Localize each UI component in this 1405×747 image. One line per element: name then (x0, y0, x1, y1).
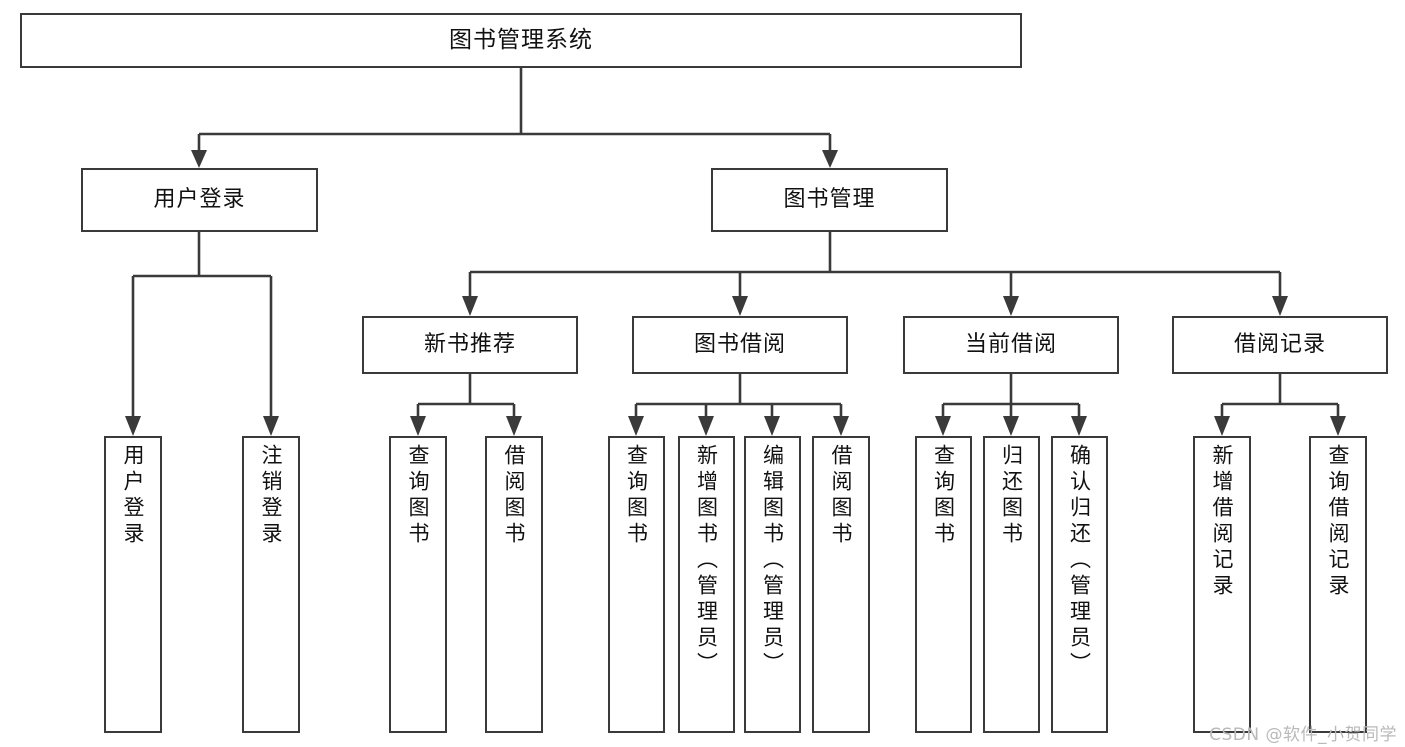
node-book-borrow-label: 图书借阅 (693, 332, 786, 358)
node-leaf-br-query-record[interactable]: 查询借阅记录 (1309, 436, 1367, 733)
arrow-head-book-mgmt (822, 150, 838, 168)
node-root[interactable]: 图书管理系统 (20, 13, 1022, 68)
arrow-head-cb-confirm-return (1071, 416, 1087, 436)
node-borrow-record-label: 借阅记录 (1233, 332, 1326, 358)
node-leaf-br-query-record-label: 查询借阅记录 (1326, 444, 1351, 600)
node-borrow-record[interactable]: 借阅记录 (1172, 316, 1388, 374)
node-user-login[interactable]: 用户登录 (81, 168, 318, 232)
node-leaf-user-login-label: 用户登录 (121, 444, 146, 548)
node-leaf-bb-query-book[interactable]: 查询图书 (608, 436, 665, 733)
arrow-head-cb-query-book (935, 416, 951, 436)
node-leaf-user-login[interactable]: 用户登录 (104, 436, 162, 733)
arrow-head-bb-add-book (698, 416, 714, 436)
node-leaf-nb-borrow-book-label: 借阅图书 (502, 444, 527, 548)
arrow-head-bb-query-book (628, 416, 644, 436)
node-book-management-label: 图书管理 (783, 187, 876, 213)
arrow-head-borrow-record (1272, 296, 1288, 316)
node-leaf-bb-query-book-label: 查询图书 (624, 444, 649, 548)
node-current-borrow[interactable]: 当前借阅 (903, 316, 1119, 374)
node-leaf-bb-borrow-book-label: 借阅图书 (829, 444, 854, 548)
arrow-head-user-login (191, 150, 207, 168)
node-new-book-recommend[interactable]: 新书推荐 (362, 316, 578, 374)
node-leaf-cb-confirm-return-label: 确认归还（管理员） (1067, 444, 1092, 678)
watermark-text: CSDN @软件_小贺同学 (1209, 725, 1397, 745)
node-leaf-br-add-record[interactable]: 新增借阅记录 (1193, 436, 1251, 733)
node-leaf-cb-confirm-return[interactable]: 确认归还（管理员） (1051, 436, 1108, 733)
node-leaf-cb-query-book-label: 查询图书 (931, 444, 956, 548)
node-new-book-recommend-label: 新书推荐 (423, 332, 516, 358)
node-leaf-nb-query-book-label: 查询图书 (406, 444, 431, 548)
arrow-head-current-borrow (1003, 296, 1019, 316)
node-book-management[interactable]: 图书管理 (711, 168, 948, 232)
arrow-head-bb-edit-book (764, 416, 780, 436)
arrow-head-nb-borrow-book (506, 416, 522, 436)
node-user-login-label: 用户登录 (153, 187, 246, 213)
arrow-head-br-add-record (1214, 416, 1230, 436)
node-leaf-logout[interactable]: 注销登录 (242, 436, 300, 733)
node-leaf-bb-edit-book[interactable]: 编辑图书（管理员） (744, 436, 801, 733)
arrow-head-new-book-rec (462, 296, 478, 316)
node-leaf-nb-borrow-book[interactable]: 借阅图书 (485, 436, 543, 733)
arrow-head-leaf-user-login (125, 416, 141, 436)
arrow-head-leaf-logout (263, 416, 279, 436)
node-root-label: 图书管理系统 (449, 27, 593, 54)
node-current-borrow-label: 当前借阅 (964, 332, 1057, 358)
arrow-head-nb-query-book (410, 416, 426, 436)
node-leaf-cb-return-book[interactable]: 归还图书 (983, 436, 1040, 733)
node-leaf-cb-query-book[interactable]: 查询图书 (915, 436, 972, 733)
node-book-borrow[interactable]: 图书借阅 (632, 316, 848, 374)
node-leaf-cb-return-book-label: 归还图书 (999, 444, 1024, 548)
node-leaf-bb-add-book[interactable]: 新增图书（管理员） (678, 436, 735, 733)
node-leaf-bb-borrow-book[interactable]: 借阅图书 (812, 436, 870, 733)
node-leaf-bb-add-book-label: 新增图书（管理员） (694, 444, 719, 678)
node-leaf-br-add-record-label: 新增借阅记录 (1210, 444, 1235, 600)
arrow-head-book-borrow (732, 296, 748, 316)
node-leaf-nb-query-book[interactable]: 查询图书 (389, 436, 447, 733)
arrow-head-br-query-record (1330, 416, 1346, 436)
arrow-head-cb-return-book (1003, 416, 1019, 436)
node-leaf-logout-label: 注销登录 (259, 444, 284, 548)
arrow-head-bb-borrow-book (833, 416, 849, 436)
node-leaf-bb-edit-book-label: 编辑图书（管理员） (760, 444, 785, 678)
